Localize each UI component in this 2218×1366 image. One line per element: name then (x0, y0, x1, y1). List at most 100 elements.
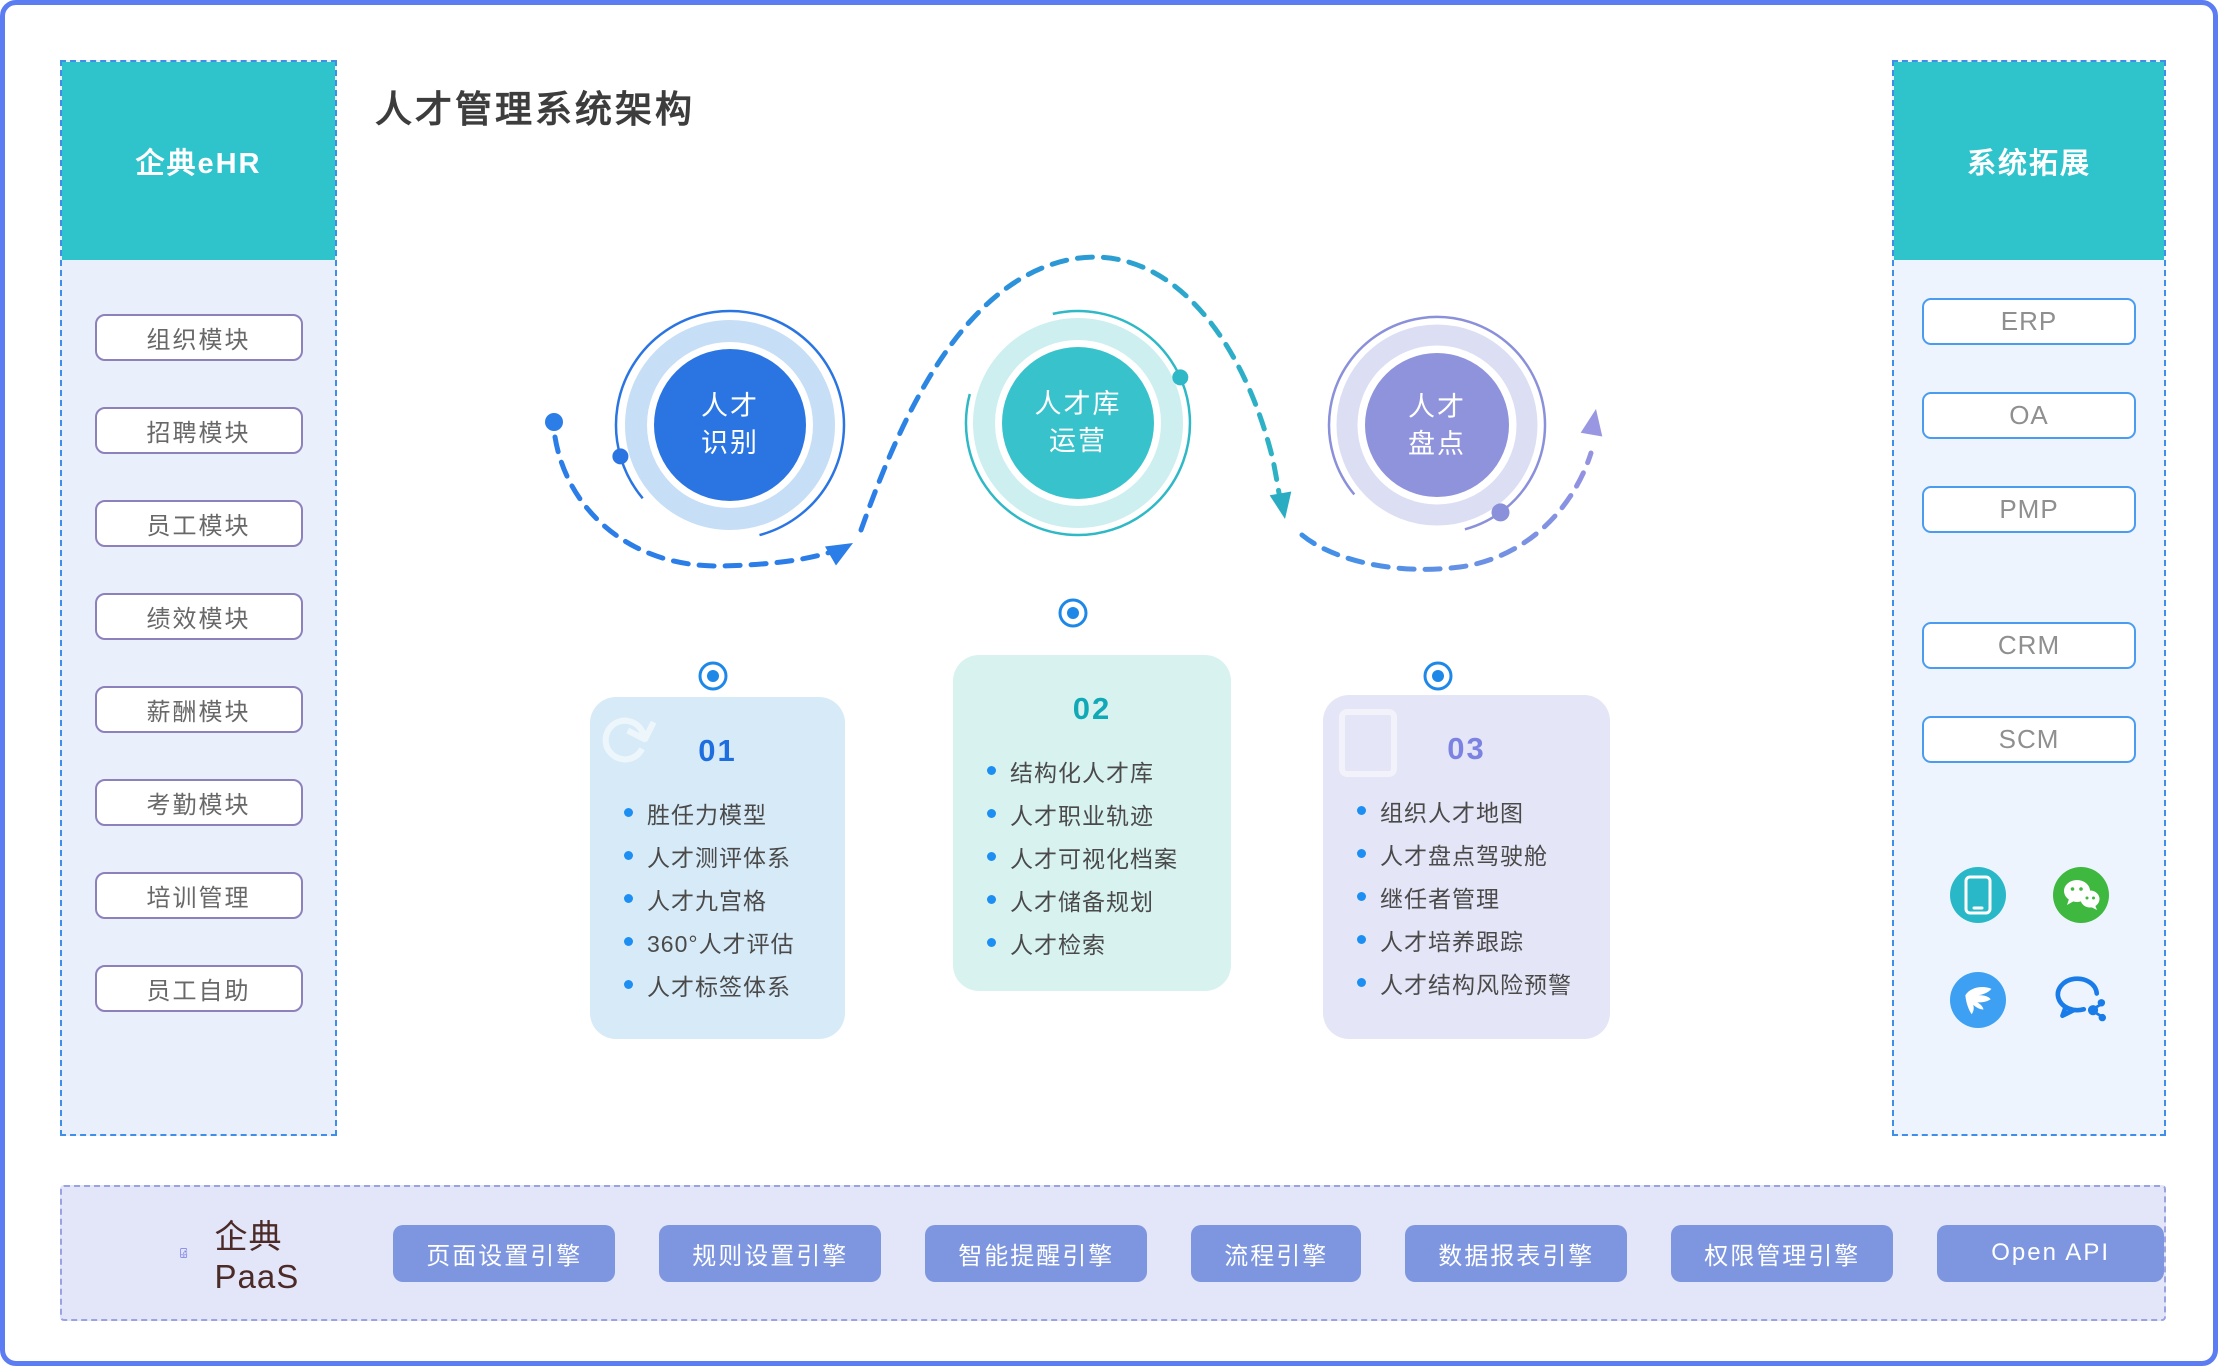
external-system-button[interactable]: ERP (1922, 298, 2136, 345)
ehr-module-label: 员工自助 (146, 978, 251, 1005)
engine-button-label: 数据报表引擎 (1438, 1242, 1595, 1270)
step2-item-label: 人才职业轨迹 (1010, 802, 1154, 829)
ehr-module-button[interactable]: 组织模块 (94, 314, 303, 361)
external-system-label: CRM (1997, 630, 2061, 660)
bullet-icon (1357, 978, 1366, 987)
step2-item: 结构化人才库 (987, 749, 1231, 792)
step2-circle: 人才库 运营 (988, 386, 1168, 460)
ehr-module-label: 考勤模块 (146, 792, 251, 819)
engine-button[interactable]: 智能提醒引擎 (925, 1224, 1148, 1282)
step1-circle-label: 人才 (701, 391, 759, 421)
step2-card: 02 结构化人才库 人才职业轨迹 人才可视化档案 (953, 655, 1231, 991)
engine-button-label: 流程引擎 (1224, 1242, 1329, 1270)
wechat-icon[interactable] (2052, 867, 2109, 923)
external-system-button[interactable]: PMP (1922, 486, 2136, 533)
step3-item-list: 组织人才地图 人才盘点驾驶舱 继任者管理 人才培养跟踪 (1323, 789, 1610, 1004)
step3-circle: 人才 盘点 (1347, 389, 1527, 463)
external-system-button[interactable]: OA (1922, 392, 2136, 439)
ehr-module-label: 培训管理 (146, 885, 251, 912)
external-system-list: ERP OA PMP CRM SCM (1922, 260, 2136, 763)
step1-item: 人才标签体系 (624, 963, 845, 1006)
step2-item: 人才职业轨迹 (987, 792, 1231, 835)
engine-button-label: 智能提醒引擎 (958, 1242, 1115, 1270)
step1-item: 360°人才评估 (624, 920, 845, 963)
step3-item-label: 组织人才地图 (1380, 799, 1524, 826)
step3-number: 03 (1447, 731, 1486, 766)
ehr-module-button[interactable]: 考勤模块 (94, 779, 303, 826)
ehr-module-button[interactable]: 员工模块 (94, 500, 303, 547)
external-system-label: SCM (1998, 724, 2060, 754)
step1-item-label: 人才测评体系 (647, 844, 791, 871)
step3-item-label: 人才盘点驾驶舱 (1380, 842, 1548, 869)
external-system-label: ERP (2000, 306, 2058, 336)
engine-button[interactable]: 规则设置引擎 (659, 1224, 882, 1282)
external-system-label: OA (2009, 400, 2049, 430)
step1-item: 胜任力模型 (624, 791, 845, 834)
step3-circle-label: 盘点 (1408, 429, 1466, 459)
page-title: 人才管理系统架构 (375, 89, 695, 130)
wecom-icon[interactable] (2053, 972, 2109, 1028)
bullet-icon (624, 851, 633, 860)
step1-card: 01 胜任力模型 人才测评体系 人才九宫格 (590, 697, 845, 1039)
step1-item-list: 胜任力模型 人才测评体系 人才九宫格 360°人才评估 (590, 791, 845, 1006)
sidebar-extensions-title: 系统拓展 (1894, 62, 2164, 260)
bullet-icon (1357, 892, 1366, 901)
ehr-module-button[interactable]: 招聘模块 (94, 407, 303, 454)
step2-circle-label: 运营 (1049, 426, 1107, 456)
engine-button[interactable]: Open API (1937, 1224, 2164, 1282)
external-system-button[interactable]: SCM (1922, 716, 2136, 763)
step1-item: 人才测评体系 (624, 834, 845, 877)
step1-item: 人才九宫格 (624, 877, 845, 920)
ehr-module-label: 薪酬模块 (146, 699, 251, 726)
step2-item-label: 人才检索 (1010, 931, 1106, 958)
sidebar-ehr-title: 企典eHR (62, 62, 335, 260)
step3-circle-label: 人才 (1408, 392, 1466, 422)
step2-number: 02 (1072, 691, 1112, 726)
step3-item: 继任者管理 (1357, 875, 1610, 918)
step2-circle-label: 人才库 (1034, 389, 1122, 419)
step1-number: 01 (698, 733, 737, 768)
ehr-module-button[interactable]: 绩效模块 (94, 593, 303, 640)
step2-item: 人才储备规划 (987, 878, 1231, 921)
engine-button[interactable]: 权限管理引擎 (1671, 1224, 1894, 1282)
ehr-module-button[interactable]: 薪酬模块 (94, 686, 303, 733)
engine-button-label: 页面设置引擎 (426, 1242, 583, 1270)
step1-circle: 人才 识别 (640, 388, 820, 462)
bullet-icon (987, 766, 996, 775)
engine-button[interactable]: 数据报表引擎 (1405, 1224, 1628, 1282)
integration-icons (1949, 867, 2109, 1028)
step3-item-label: 人才结构风险预警 (1380, 971, 1572, 998)
step1-item-label: 人才标签体系 (647, 973, 791, 1000)
engine-button[interactable]: 页面设置引擎 (393, 1224, 616, 1282)
ehr-module-label: 员工模块 (146, 513, 251, 540)
step2-item-label: 结构化人才库 (1010, 759, 1154, 786)
step3-item: 人才结构风险预警 (1357, 961, 1610, 1004)
bullet-icon (624, 808, 633, 817)
external-system-button[interactable]: CRM (1922, 622, 2136, 669)
step3-item: 组织人才地图 (1357, 789, 1610, 832)
bullet-icon (1357, 806, 1366, 815)
ehr-module-label: 绩效模块 (146, 606, 251, 633)
step1-item-label: 360°人才评估 (647, 930, 795, 957)
ehr-module-label: 组织模块 (146, 327, 251, 354)
engine-button-list: 页面设置引擎 规则设置引擎 智能提醒引擎 流程引擎 数据报表引擎 (393, 1224, 2164, 1282)
engine-button[interactable]: 流程引擎 (1191, 1224, 1362, 1282)
mobile-app-icon[interactable] (1949, 867, 2006, 923)
step2-item: 人才可视化档案 (987, 835, 1231, 878)
bullet-icon (1357, 849, 1366, 858)
bullet-icon (987, 852, 996, 861)
sidebar-extensions: 系统拓展 ERP OA PMP CRM SCM (1892, 60, 2166, 1136)
step3-item: 人才培养跟踪 (1357, 918, 1610, 961)
step2-item: 人才检索 (987, 921, 1231, 964)
ehr-module-button[interactable]: 培训管理 (94, 872, 303, 919)
engine-button-label: 规则设置引擎 (692, 1242, 849, 1270)
ehr-module-button[interactable]: 员工自助 (94, 965, 303, 1012)
bullet-icon (624, 937, 633, 946)
engine-button-label: Open API (1991, 1239, 2110, 1266)
dingtalk-icon[interactable] (1949, 972, 2006, 1028)
sidebar-ehr: 企典eHR 组织模块 招聘模块 员工模块 绩效模块 (60, 60, 337, 1136)
step3-item-label: 人才培养跟踪 (1380, 928, 1524, 955)
bullet-icon (1357, 935, 1366, 944)
paas-brand: 企典PaaS (214, 1218, 300, 1295)
